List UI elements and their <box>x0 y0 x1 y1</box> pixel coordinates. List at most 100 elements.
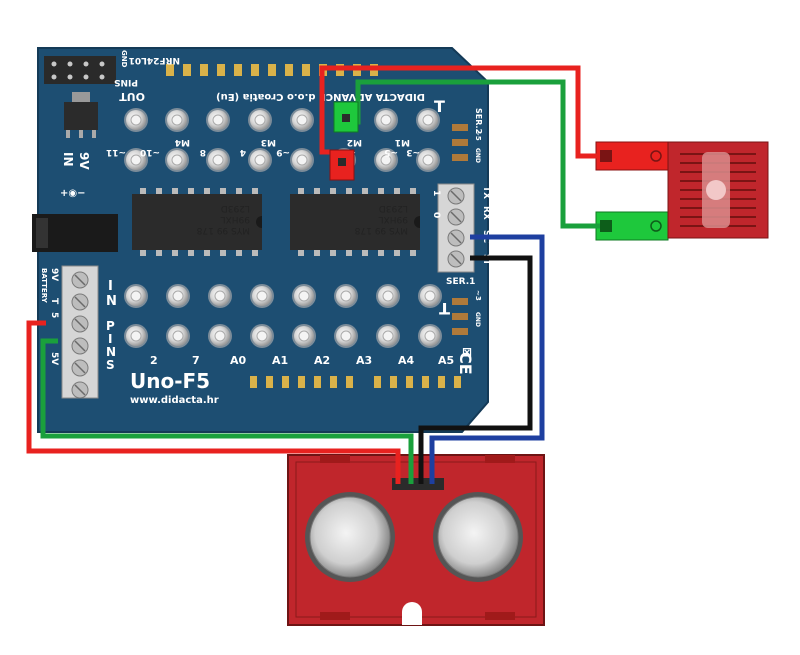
pin-pad <box>165 148 189 172</box>
header-slot <box>251 64 259 76</box>
serial-tx: TX <box>481 186 491 199</box>
in-pin-pad <box>376 284 400 308</box>
ser1-header: ~3 GND <box>452 290 482 335</box>
wires <box>26 65 600 484</box>
in-letter-n: N <box>106 294 117 309</box>
bottom-pin-label: A3 <box>356 354 372 367</box>
ser1-pin3: ~3 <box>474 290 482 301</box>
pin-pad <box>206 148 230 172</box>
top-pin-label: ~11 <box>106 147 126 157</box>
voltage-regulator <box>64 92 98 138</box>
motor-label: M2 <box>347 137 362 147</box>
board-model: Uno-F5 <box>130 369 210 393</box>
header-slot <box>268 64 276 76</box>
pin-pad <box>374 148 398 172</box>
module-label: NRF24L01 <box>129 55 180 65</box>
pin-pad <box>416 108 440 132</box>
sensor-module <box>595 141 769 241</box>
header-slot <box>285 64 293 76</box>
wire-green-ultra <box>40 338 414 484</box>
top-pin-label: 4 <box>240 147 246 157</box>
bottom-pin-label: A5 <box>438 354 454 367</box>
ser2-pin5: ~5 <box>474 130 482 141</box>
in-pin-pad <box>124 284 148 308</box>
ser2-gnd: GND <box>474 148 481 163</box>
chip-marking: L293D <box>221 203 250 213</box>
in-pin-pad <box>418 284 442 308</box>
gnd-top-label: GND <box>120 50 128 68</box>
bottom-pin-label: 2 <box>150 354 158 367</box>
red-connector <box>329 149 355 181</box>
pin-pad <box>124 148 148 172</box>
chip-marking: 99HXL <box>379 214 408 224</box>
power-jack <box>32 214 118 252</box>
pin-pad <box>248 148 272 172</box>
pin-pad <box>416 148 440 172</box>
chip-marking: MYS 99 178 <box>354 225 408 235</box>
weee-icon: ⊠ <box>462 345 472 359</box>
t-mark-bottom: T <box>439 299 450 318</box>
bottom-pin-label: A1 <box>272 354 288 367</box>
header-slot <box>217 64 225 76</box>
battery-term-9v: 9V <box>49 268 59 281</box>
power-in-label: 9V <box>77 152 91 170</box>
pins-pin-pad <box>166 324 190 348</box>
pins-pin-pad <box>292 324 316 348</box>
header-slot <box>183 64 191 76</box>
motor-label: M1 <box>395 137 410 147</box>
pin-pad <box>206 108 230 132</box>
ser2-header: SER.2 ~5 GND <box>452 108 483 163</box>
pins-pin-pad <box>250 324 274 348</box>
pins-letter-p: P <box>106 319 115 333</box>
pin-pad <box>290 108 314 132</box>
pin-pad <box>374 108 398 132</box>
ultrasonic-sensor <box>287 454 545 626</box>
pins-pin-pad <box>124 324 148 348</box>
pins-letter-s: S <box>106 358 115 372</box>
pins-pin-pad <box>418 324 442 348</box>
ser2-label: SER.2 <box>474 108 483 134</box>
ser1-gnd: GND <box>474 312 481 327</box>
pins-pin-row <box>124 324 442 348</box>
serial-num-0: 0 <box>431 212 441 218</box>
top-pin-label: ~10 <box>140 147 160 157</box>
chip-marking: 99HXL <box>221 214 250 224</box>
serial-num-1: 1 <box>431 190 441 196</box>
top-pin-label: ~3 <box>406 147 420 157</box>
bottom-pin-label: A4 <box>398 354 415 367</box>
top-pin-label: ~9 <box>276 147 290 157</box>
pin-pad <box>124 108 148 132</box>
pin-pad <box>165 108 189 132</box>
pins-pin-pad <box>208 324 232 348</box>
top-pin-label: 8 <box>200 147 206 157</box>
pins-letter-i: I <box>108 332 112 346</box>
battery-term-5: 5 <box>49 312 59 318</box>
motor-label: M3 <box>261 137 276 147</box>
board-website: www.didacta.hr <box>130 395 219 406</box>
pins-letter-n: N <box>106 345 116 359</box>
in-pin-pad <box>166 284 190 308</box>
bottom-pin-label: A2 <box>314 354 330 367</box>
wire-black-ultra <box>418 255 533 484</box>
power-polarity: +◉− <box>60 188 85 199</box>
bottom-pin-label: A0 <box>230 354 247 367</box>
in-pin-row <box>124 284 442 308</box>
pin-pad <box>290 148 314 172</box>
battery-term-5v: 5V <box>49 352 59 365</box>
ser1-label: SER.1 <box>446 277 475 287</box>
in-pin-pad <box>334 284 358 308</box>
wire-red-ultra <box>26 320 401 484</box>
in-letter-i: I <box>108 279 113 294</box>
out-label: OUT <box>119 90 145 103</box>
power-in-sub-label: IN <box>61 152 75 167</box>
pin-pad <box>248 108 272 132</box>
uno-f5-board: NRF24L01 GND OUT PINS DIDACTA ADVANCE d.… <box>32 47 491 433</box>
chip-marking: MYS 99 178 <box>196 225 250 235</box>
in-pin-pad <box>208 284 232 308</box>
bottom-header <box>250 376 461 388</box>
in-pin-pad <box>250 284 274 308</box>
serial-rx: RX <box>481 206 491 220</box>
top-pin-row <box>124 108 440 172</box>
